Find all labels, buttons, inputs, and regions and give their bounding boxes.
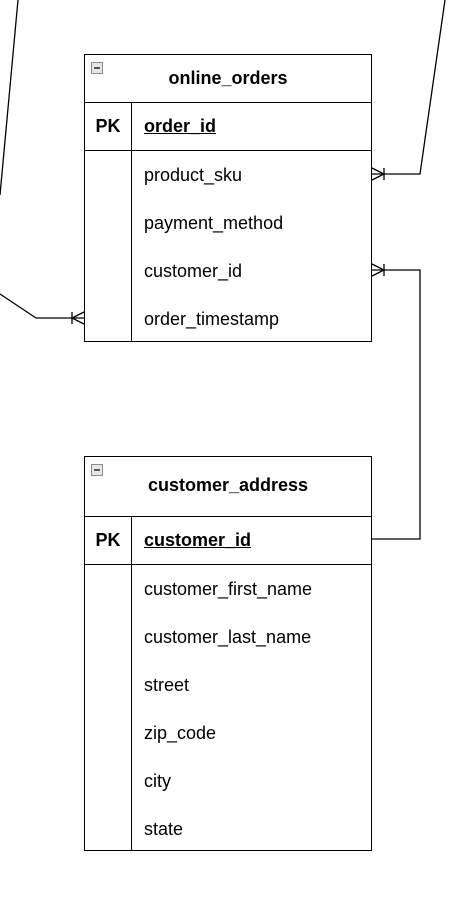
crows-foot-customer-id (371, 263, 386, 277)
field-row[interactable]: payment_method (144, 213, 284, 233)
relationship-line-order-timestamp (0, 0, 84, 319)
field-list: product_sku payment_method customer_id o… (85, 151, 371, 342)
collapse-icon[interactable] (91, 62, 103, 74)
entity-title: customer_address (147, 475, 309, 495)
field-row[interactable]: customer_id (144, 261, 243, 281)
field-row[interactable]: city (144, 771, 171, 791)
field-row[interactable]: customer_first_name (144, 579, 313, 599)
entity-header[interactable]: online_orders (85, 55, 371, 103)
crows-foot-order-timestamp (70, 311, 85, 325)
entity-online-orders[interactable]: online_orders PK order_id product_sku pa… (84, 54, 372, 342)
pk-label: PK (85, 517, 132, 564)
field-row[interactable]: product_sku (144, 165, 243, 185)
field-list: customer_first_name customer_last_name s… (85, 565, 371, 850)
field-row[interactable]: state (144, 819, 184, 839)
pk-field[interactable]: order_id (144, 116, 217, 136)
pk-row[interactable]: PK customer_id (85, 517, 371, 565)
field-row[interactable]: customer_last_name (144, 627, 312, 647)
pk-label: PK (85, 103, 132, 150)
entity-customer-address[interactable]: customer_address PK customer_id customer… (84, 456, 372, 851)
field-row[interactable]: order_timestamp (144, 309, 280, 329)
collapse-icon[interactable] (91, 464, 103, 476)
relationship-line-customer-id (372, 269, 421, 540)
pk-field[interactable]: customer_id (144, 530, 252, 550)
pk-row[interactable]: PK order_id (85, 103, 371, 151)
entity-header[interactable]: customer_address (85, 457, 371, 517)
crows-foot-product-sku (371, 167, 386, 181)
field-row[interactable]: zip_code (144, 723, 217, 743)
relationship-line-product-sku (372, 0, 446, 175)
field-row[interactable]: street (144, 675, 190, 695)
entity-title: online_orders (168, 68, 288, 88)
